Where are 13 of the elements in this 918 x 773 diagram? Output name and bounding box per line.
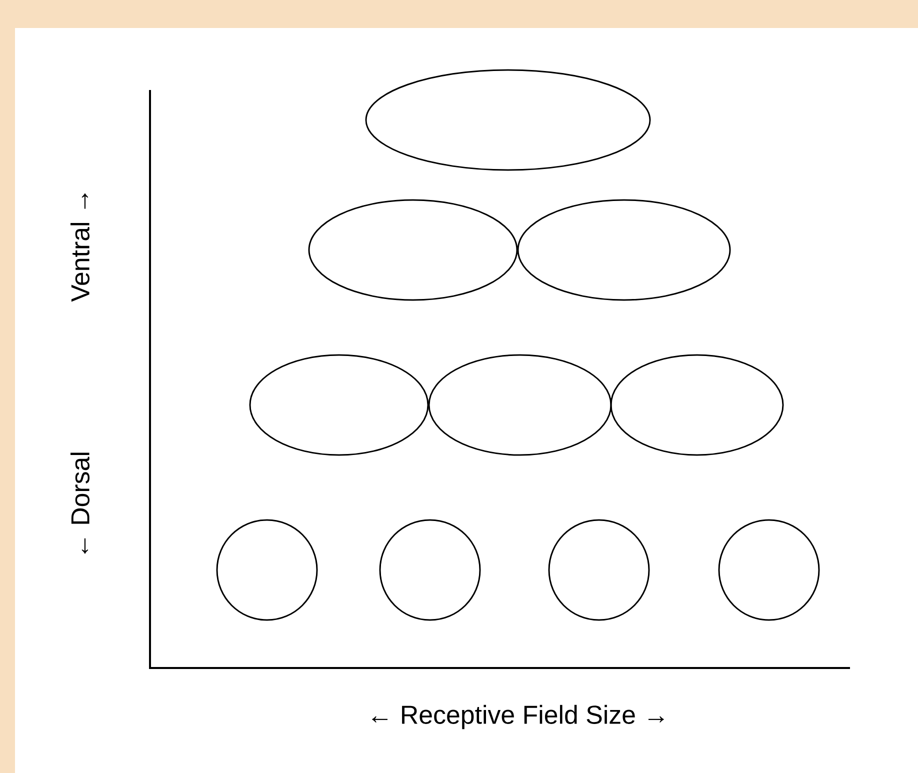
ellipse <box>610 354 784 456</box>
ellipse <box>365 69 651 171</box>
axis-label: ← Dorsal <box>70 452 90 554</box>
circle <box>718 519 820 621</box>
ellipse <box>308 199 518 301</box>
ellipse <box>428 354 612 456</box>
circle <box>216 519 318 621</box>
axis-label: ← Receptive Field Size → <box>372 704 664 730</box>
ellipse <box>249 354 429 456</box>
circle <box>548 519 650 621</box>
axis-label: Ventral → <box>70 193 90 302</box>
ellipse <box>517 199 731 301</box>
circle <box>379 519 481 621</box>
